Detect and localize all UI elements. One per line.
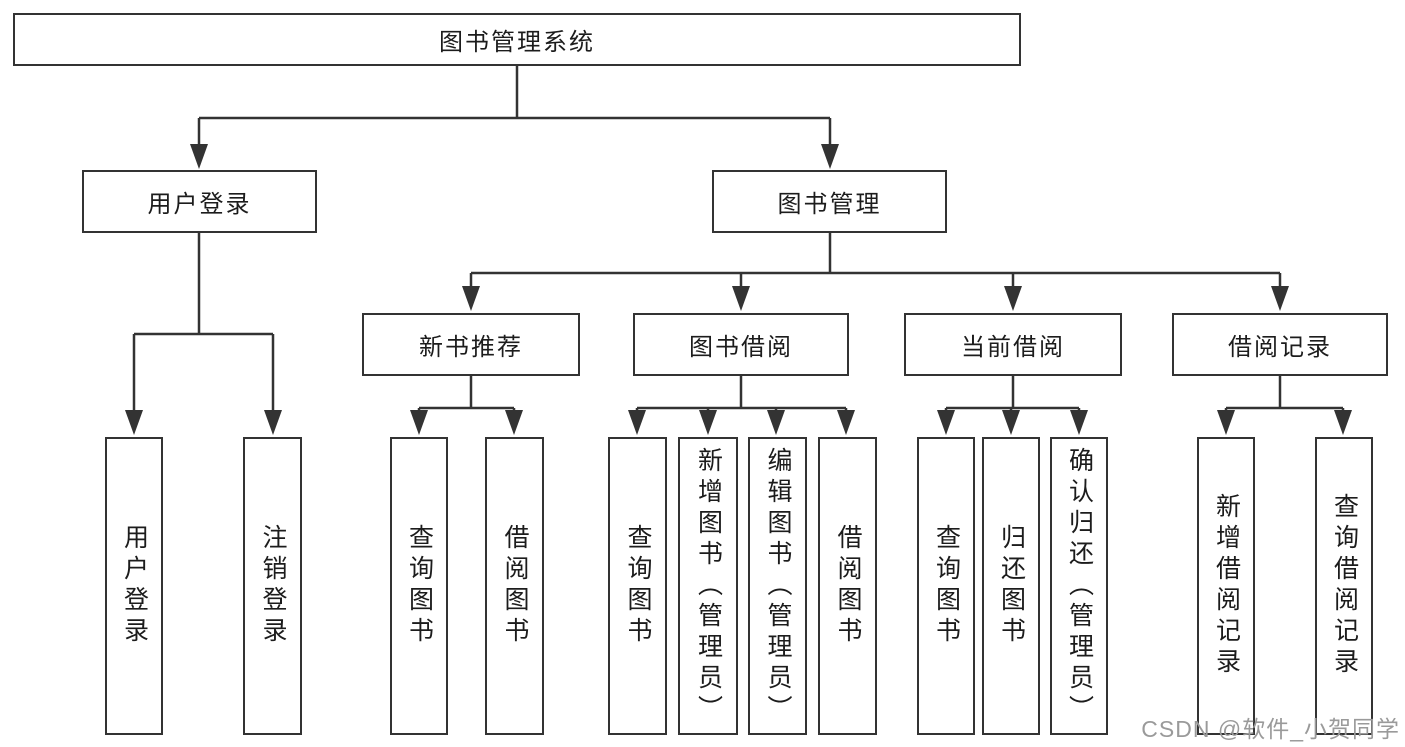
arrowhead — [190, 144, 208, 169]
arrowhead — [628, 410, 646, 435]
leaf-add-books-admin: 新增图书（管理员） — [678, 437, 738, 735]
arrowhead — [821, 144, 839, 169]
leaf-confirm-return-admin: 确认归还（管理员） — [1050, 437, 1108, 735]
connector-new-book — [417, 376, 516, 415]
leaf-borrow-books-borrow: 借阅图书 — [818, 437, 877, 735]
arrowhead — [1217, 410, 1235, 435]
leaf-query-borrow-record: 查询借阅记录 — [1315, 437, 1373, 735]
node-label: 借阅记录 — [1228, 334, 1332, 361]
leaf-borrow-books-newbook: 借阅图书 — [485, 437, 544, 735]
arrowhead — [505, 410, 523, 435]
connector-user-login — [132, 233, 275, 415]
leaf-user-login: 用户登录 — [105, 437, 163, 735]
arrowhead — [264, 410, 282, 435]
node-borrowing-records: 借阅记录 — [1172, 313, 1388, 376]
node-label: 注销登录 — [259, 524, 287, 648]
node-book-management: 图书管理 — [712, 170, 947, 233]
arrowhead — [732, 286, 750, 311]
node-label: 借阅图书 — [501, 524, 529, 648]
connector-book-borrow — [635, 376, 848, 415]
connector-borrow-record — [1224, 376, 1345, 415]
node-label: 当前借阅 — [961, 334, 1065, 361]
node-label: 查询图书 — [932, 524, 961, 648]
leaf-logout: 注销登录 — [243, 437, 302, 735]
node-label: 新增图书（管理员） — [694, 446, 723, 726]
leaf-query-books-current: 查询图书 — [917, 437, 975, 735]
node-label: 图书管理系统 — [439, 29, 595, 56]
arrowhead — [1271, 286, 1289, 311]
node-label: 新书推荐 — [419, 334, 523, 361]
csdn-watermark: CSDN @软件_小贺同学 — [1141, 716, 1400, 742]
node-label: 归还图书 — [997, 524, 1026, 648]
leaf-query-books-newbook: 查询图书 — [390, 437, 448, 735]
connector-book-management — [469, 233, 1282, 291]
node-book-borrowing: 图书借阅 — [633, 313, 849, 376]
node-label: 图书管理 — [777, 191, 882, 218]
arrowhead — [462, 286, 480, 311]
leaf-query-books-borrow: 查询图书 — [608, 437, 667, 735]
arrowhead — [767, 410, 785, 435]
connector-root — [197, 66, 832, 150]
connector-current-borrow — [944, 376, 1081, 415]
node-label: 确认归还（管理员） — [1065, 446, 1094, 726]
node-label: 查询图书 — [405, 524, 434, 648]
node-label: 查询借阅记录 — [1330, 493, 1359, 679]
node-label: 借阅图书 — [834, 524, 862, 648]
arrowhead — [1002, 410, 1020, 435]
arrowhead — [837, 410, 855, 435]
node-label: 新增借阅记录 — [1212, 493, 1241, 679]
leaf-add-borrow-record: 新增借阅记录 — [1197, 437, 1255, 735]
node-label: 图书借阅 — [689, 334, 793, 361]
arrowhead — [699, 410, 717, 435]
leaf-return-books: 归还图书 — [982, 437, 1040, 735]
node-label: 用户登录 — [120, 524, 149, 648]
arrowhead — [125, 410, 143, 435]
arrowhead — [1070, 410, 1088, 435]
leaf-edit-books-admin: 编辑图书（管理员） — [748, 437, 807, 735]
node-label: 用户登录 — [147, 191, 252, 218]
arrowhead — [1004, 286, 1022, 311]
arrowhead — [937, 410, 955, 435]
node-library-management-system: 图书管理系统 — [13, 13, 1021, 66]
node-new-book-recommendation: 新书推荐 — [362, 313, 580, 376]
node-label: 编辑图书（管理员） — [764, 446, 792, 726]
node-user-login: 用户登录 — [82, 170, 317, 233]
node-current-borrowing: 当前借阅 — [904, 313, 1122, 376]
node-label: 查询图书 — [624, 524, 652, 648]
arrowhead — [410, 410, 428, 435]
arrowhead — [1334, 410, 1352, 435]
